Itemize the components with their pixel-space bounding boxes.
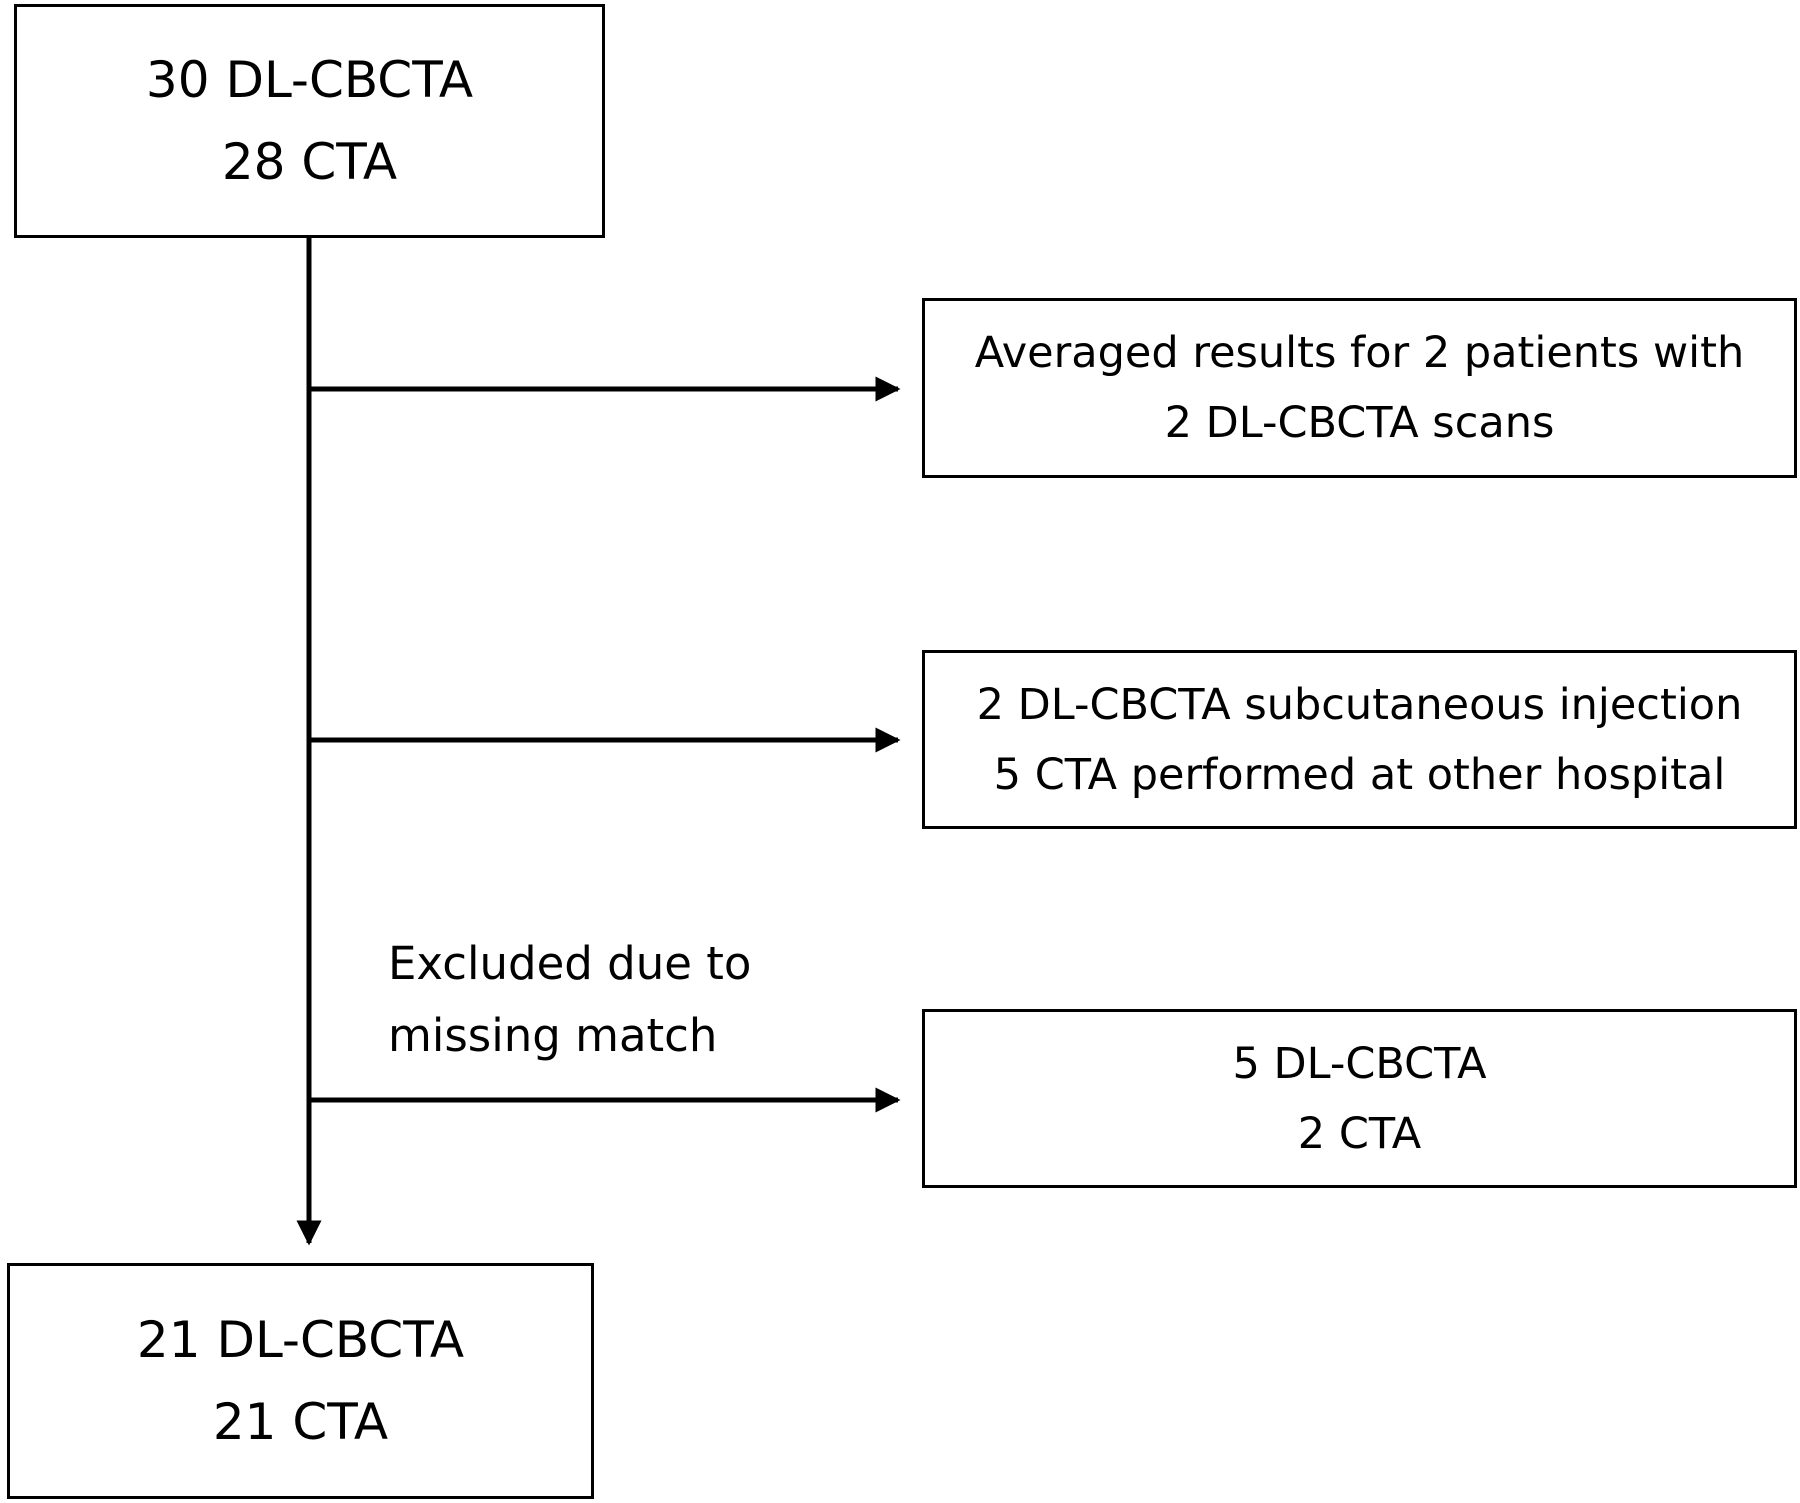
missing-match-line-2: 2 CTA	[1297, 1108, 1422, 1159]
excluded-label: Excluded due to missing match	[388, 928, 751, 1072]
averaged-results-line-2: 2 DL-CBCTA scans	[1164, 398, 1555, 448]
excluded-label-line-1: Excluded due to	[388, 937, 752, 990]
subcutaneous-injection-box: 2 DL-CBCTA subcutaneous injection 5 CTA …	[922, 650, 1797, 829]
end-box-line-1: 21 DL-CBCTA	[136, 1311, 465, 1369]
averaged-results-box: Averaged results for 2 patients with 2 D…	[922, 298, 1797, 478]
subcutaneous-injection-line-2: 5 CTA performed at other hospital	[993, 749, 1726, 800]
end-box: 21 DL-CBCTA 21 CTA	[7, 1263, 594, 1499]
start-box: 30 DL-CBCTA 28 CTA	[14, 4, 605, 238]
end-box-line-2: 21 CTA	[212, 1393, 389, 1451]
excluded-label-line-2: missing match	[388, 1009, 718, 1062]
missing-match-box: 5 DL-CBCTA 2 CTA	[922, 1009, 1797, 1188]
start-box-line-1: 30 DL-CBCTA	[145, 51, 474, 109]
missing-match-line-1: 5 DL-CBCTA	[1232, 1038, 1487, 1089]
averaged-results-line-1: Averaged results for 2 patients with	[974, 328, 1745, 378]
subcutaneous-injection-line-1: 2 DL-CBCTA subcutaneous injection	[976, 679, 1743, 730]
start-box-line-2: 28 CTA	[221, 133, 398, 191]
